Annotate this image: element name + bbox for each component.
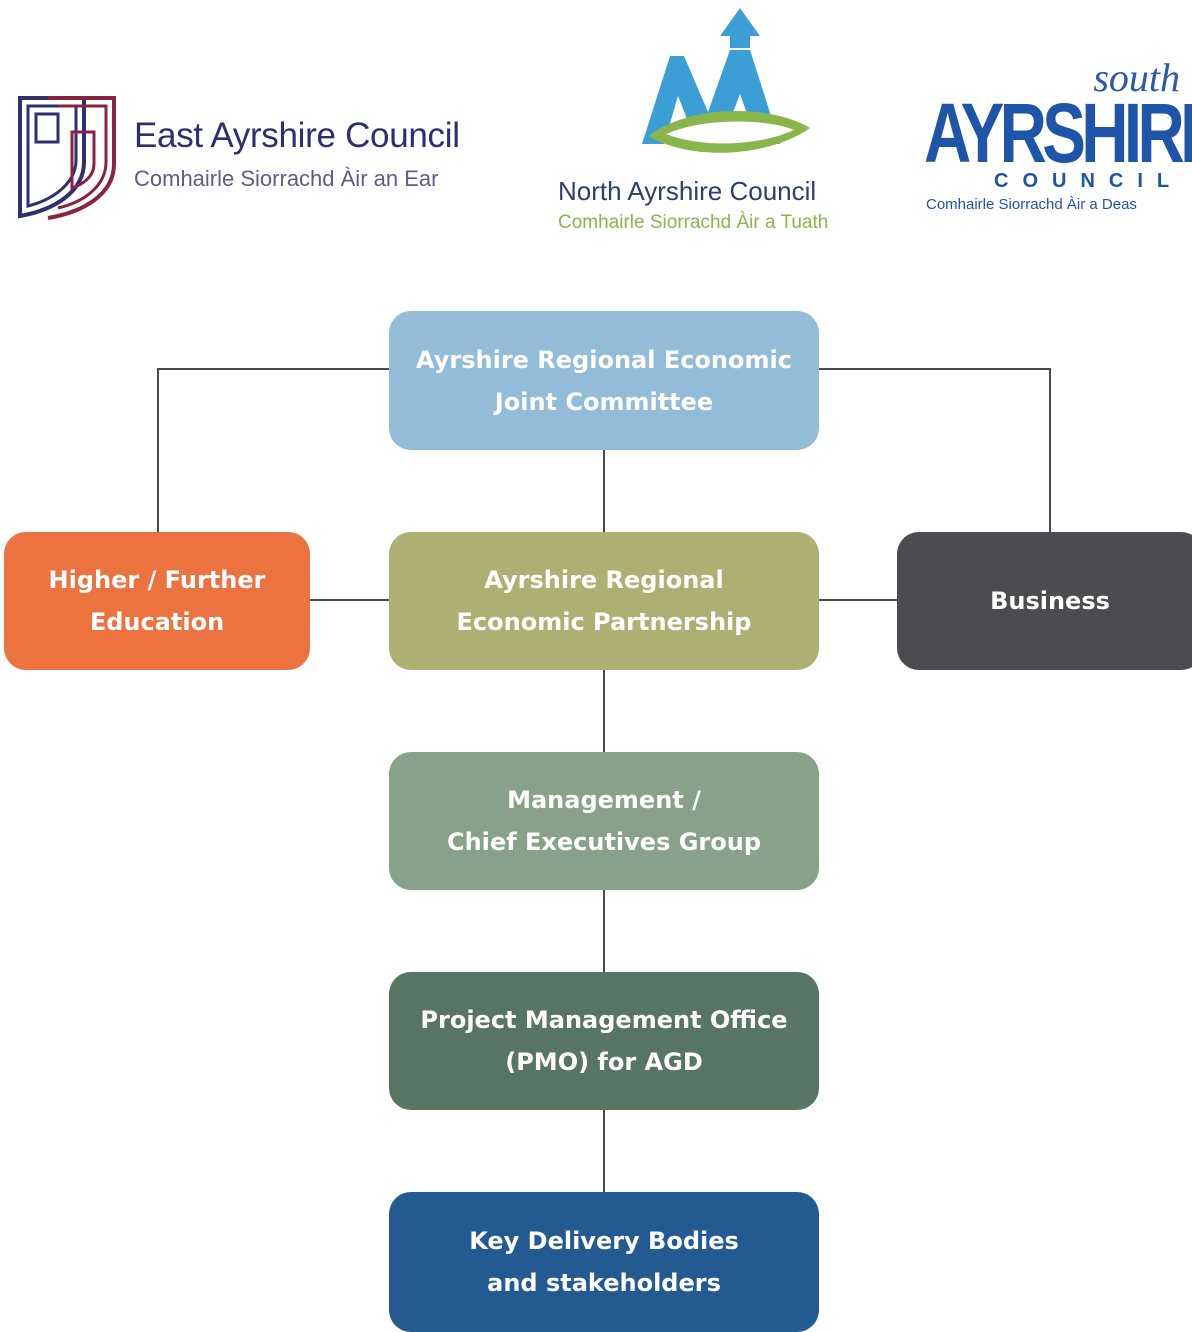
south-logo-council-text: COUNCIL <box>994 170 1184 192</box>
connector-committee-to-education <box>157 368 390 532</box>
north-ayrshire-council-logo: North Ayrshire Council Comhairle Siorrac… <box>548 4 858 240</box>
east-logo-title: East Ayrshire Council <box>134 116 460 155</box>
higher-further-education-box: Higher / Further Education <box>4 532 310 670</box>
management-group-box: Management / Chief Executives Group <box>389 752 819 890</box>
south-logo-wordmark: AYRSHIRE <box>924 86 1192 180</box>
north-ayrshire-arrow-emblem-icon <box>642 8 810 153</box>
pmo-box: Project Management Office (PMO) for AGD <box>389 972 819 1110</box>
connector-committee-to-business <box>818 368 1051 532</box>
north-logo-subtitle: Comhairle Siorrachd Àir a Tuath <box>558 212 829 233</box>
east-ayrshire-shield-icon <box>18 96 116 220</box>
south-logo-subtitle: Comhairle Siorrachd Àir a Deas <box>926 196 1137 213</box>
south-ayrshire-council-logo: south AYRSHIRE COUNCIL Comhairle Siorrac… <box>920 58 1192 220</box>
east-logo-subtitle: Comhairle Siorrachd Àir an Ear <box>134 166 439 191</box>
key-delivery-bodies-box: Key Delivery Bodies and stakeholders <box>389 1192 819 1332</box>
business-box: Business <box>897 532 1192 670</box>
economic-partnership-box: Ayrshire Regional Economic Partnership <box>389 532 819 670</box>
east-ayrshire-council-logo: East Ayrshire Council Comhairle Siorrach… <box>14 92 494 222</box>
north-logo-title: North Ayrshire Council <box>558 176 817 206</box>
joint-committee-box: Ayrshire Regional Economic Joint Committ… <box>389 311 819 450</box>
south-logo-small-text: south <box>1093 55 1180 100</box>
